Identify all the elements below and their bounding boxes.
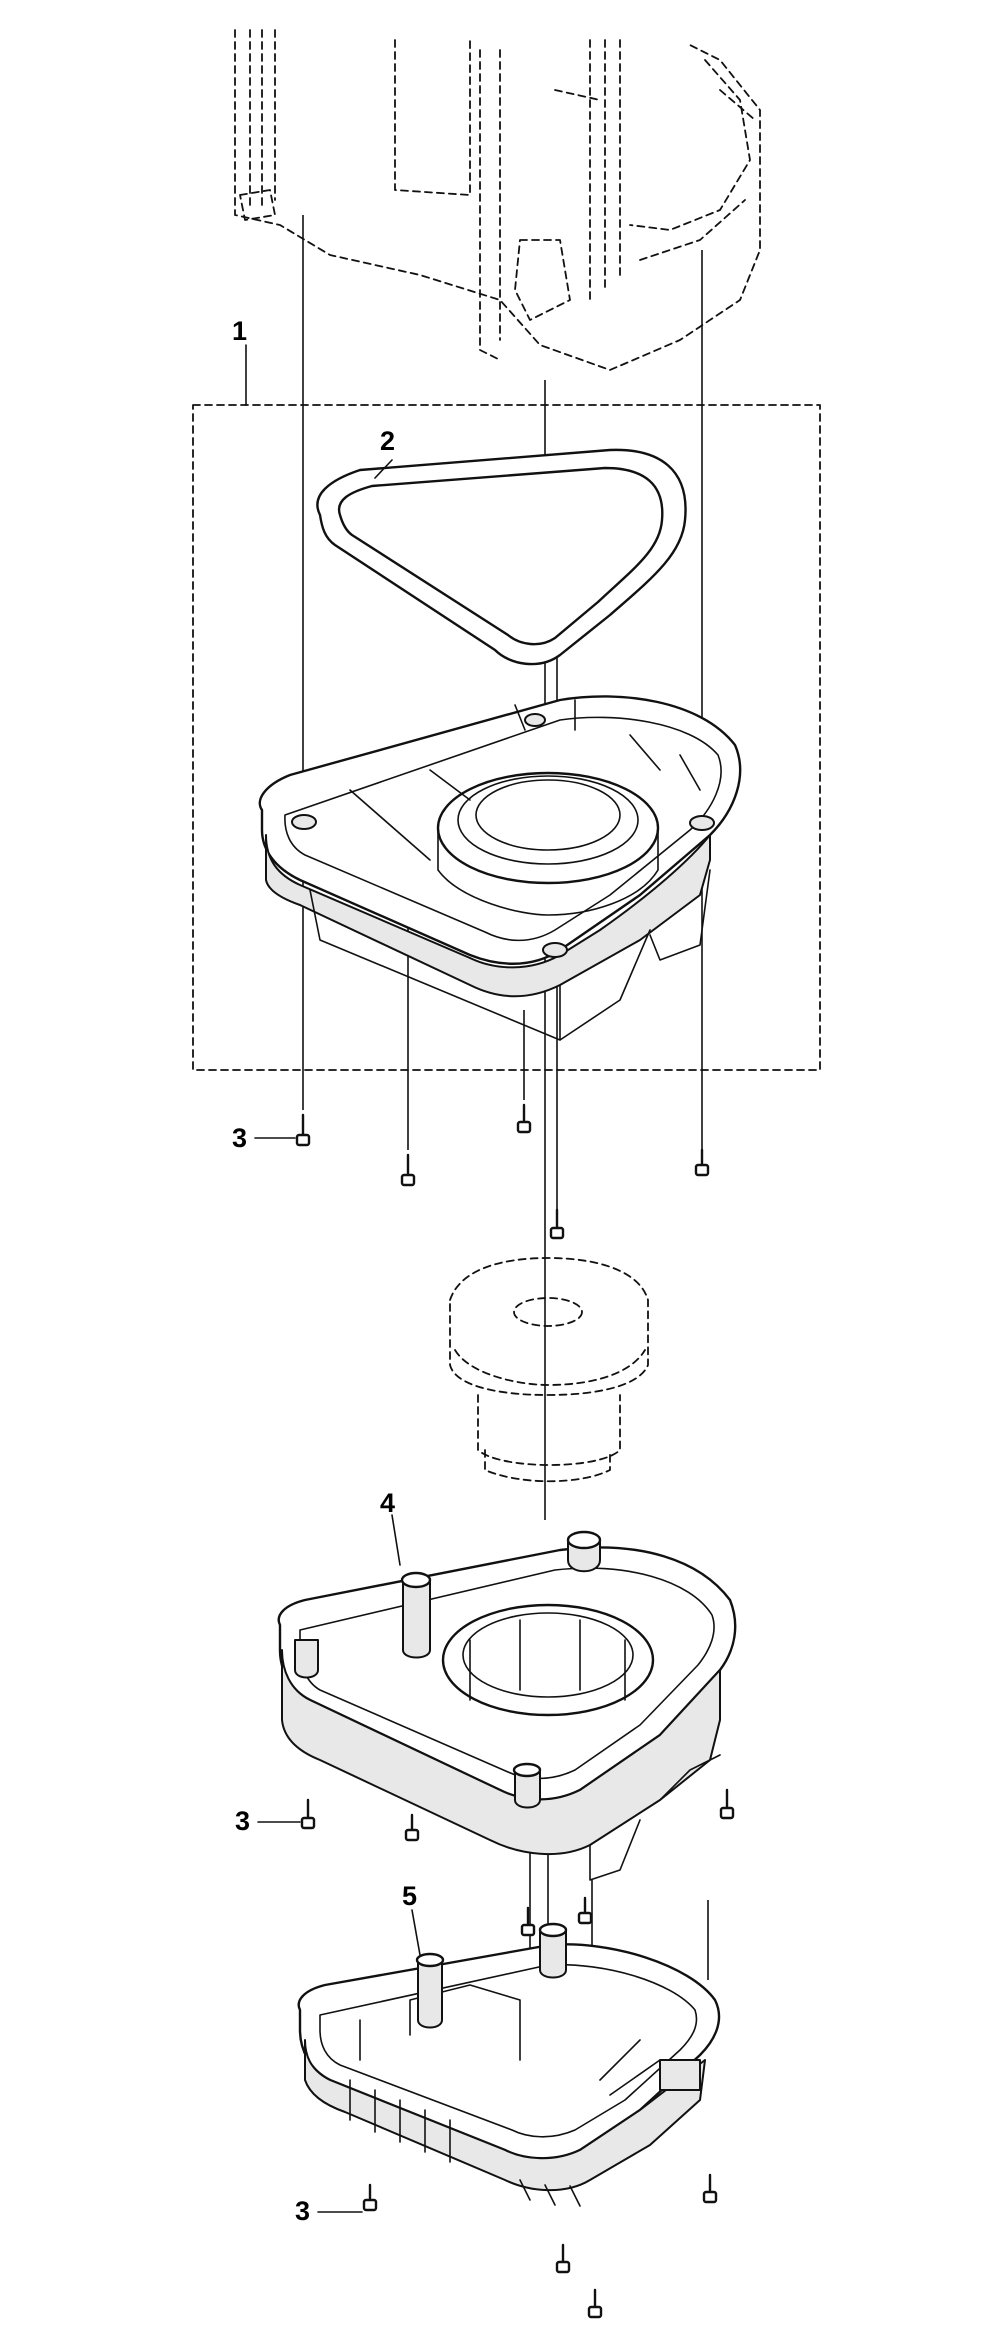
- screws-group-b: [300, 1788, 735, 1937]
- screw: [702, 2173, 718, 2204]
- part-1-filter-housing: [258, 695, 742, 1041]
- screw: [404, 1813, 420, 1842]
- screw: [719, 1788, 735, 1820]
- screw: [300, 1798, 316, 1830]
- part-4-middle-housing: [277, 1530, 737, 1881]
- screws-group-a: [295, 1103, 710, 1240]
- callout-3-top: 3: [232, 1123, 248, 1153]
- callout-2-leader: [374, 459, 393, 479]
- callout-4: 4: [380, 1488, 396, 1518]
- screw: [516, 1103, 532, 1134]
- screw: [555, 2243, 571, 2274]
- callout-5: 5: [402, 1881, 418, 1911]
- screw: [400, 1153, 416, 1187]
- screw: [587, 2288, 603, 2319]
- prefilter-phantom: [449, 1257, 649, 1483]
- part-5-bottom-cover: [297, 1922, 721, 2207]
- callout-1: 1: [232, 316, 248, 346]
- screw: [362, 2183, 378, 2212]
- screws-group-c: [362, 2173, 718, 2319]
- callout-3-middle: 3: [235, 1806, 251, 1836]
- screw: [694, 1148, 710, 1177]
- kit-boundary-box: [192, 404, 821, 1071]
- part-2-gasket: [316, 448, 687, 666]
- screw: [549, 1208, 565, 1240]
- screw: [295, 1113, 311, 1147]
- callout-3-bottom: 3: [295, 2196, 311, 2226]
- callout-4-leader: [391, 1514, 401, 1566]
- screw: [520, 1906, 536, 1937]
- engine-housing-phantom: [234, 29, 761, 371]
- callout-2: 2: [380, 426, 396, 456]
- screw: [577, 1896, 593, 1925]
- callout-5-leader: [411, 1909, 421, 1956]
